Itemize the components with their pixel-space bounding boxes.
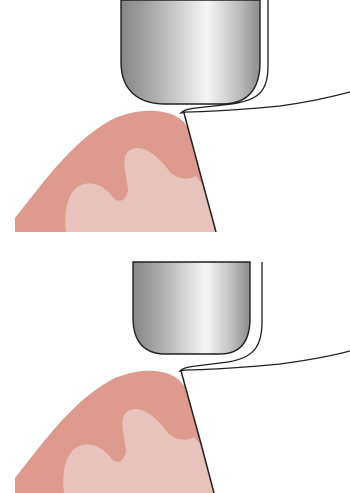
panel-bottom xyxy=(15,262,350,493)
probe-metal xyxy=(133,262,250,354)
panel-top xyxy=(15,0,350,232)
probe-metal xyxy=(121,0,260,104)
